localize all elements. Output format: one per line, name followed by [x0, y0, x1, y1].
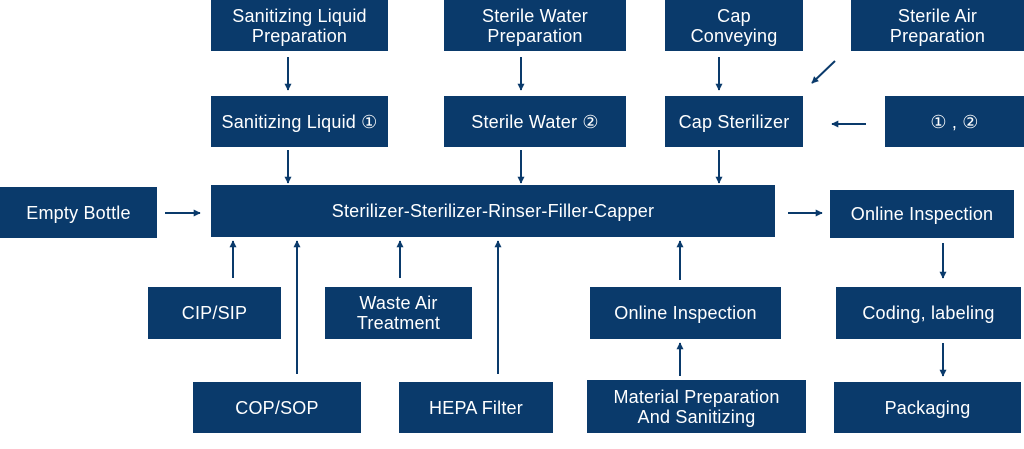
- sterile-water-box: Sterile Water ②: [444, 96, 626, 147]
- packaging-box: Packaging: [834, 382, 1021, 433]
- cap-conveying-box: Cap Conveying: [665, 0, 803, 51]
- cap-sterilizer-box: Cap Sterilizer: [665, 96, 803, 147]
- cop-sop-box: COP/SOP: [193, 382, 361, 433]
- material-preparation-box: Material Preparation And Sanitizing: [587, 380, 806, 433]
- cip-sip-box: CIP/SIP: [148, 287, 281, 339]
- online-inspection-bottom-box: Online Inspection: [590, 287, 781, 339]
- online-inspection-right-box: Online Inspection: [830, 190, 1014, 238]
- sterile-water-preparation-box: Sterile Water Preparation: [444, 0, 626, 51]
- coding-labeling-box: Coding, labeling: [836, 287, 1021, 339]
- empty-bottle-box: Empty Bottle: [0, 187, 157, 238]
- sanitizing-liquid-preparation-box: Sanitizing Liquid Preparation: [211, 0, 388, 51]
- main-line-box: Sterilizer-Sterilizer-Rinser-Filler-Capp…: [211, 185, 775, 237]
- arrow-sterile-air-to-cap-sterilizer: [811, 60, 836, 84]
- sanitizing-liquid-box: Sanitizing Liquid ①: [211, 96, 388, 147]
- hepa-filter-box: HEPA Filter: [399, 382, 553, 433]
- waste-air-treatment-box: Waste Air Treatment: [325, 287, 472, 339]
- sterile-air-preparation-box: Sterile Air Preparation: [851, 0, 1024, 51]
- cap-inputs-box: ① , ②: [885, 96, 1024, 147]
